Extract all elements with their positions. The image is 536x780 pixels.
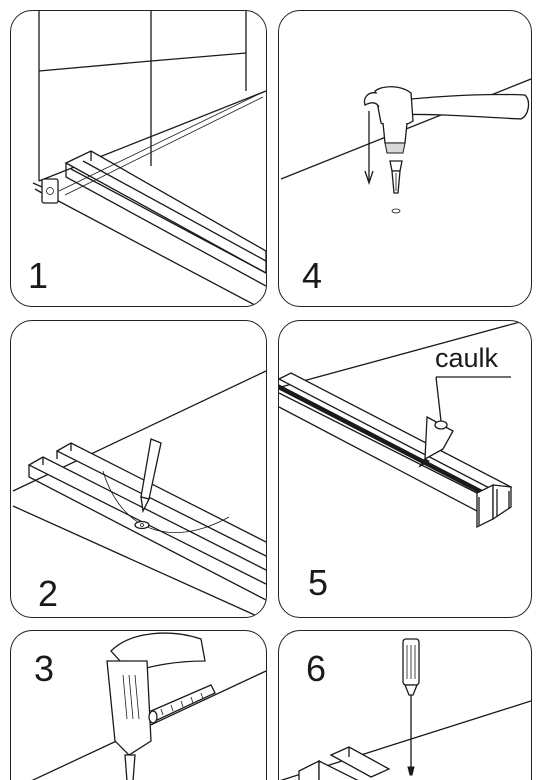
drill-illustration — [31, 632, 266, 780]
instruction-panel-step-5: caulk 5 — [278, 320, 532, 618]
step-number: 3 — [34, 648, 55, 689]
level-check-illustration — [32, 11, 266, 306]
hammer-icon — [374, 86, 414, 127]
instruction-panel-step-4: 4 — [278, 10, 532, 307]
caulk-label: caulk — [435, 343, 499, 373]
drill-bit-icon — [150, 684, 216, 722]
caulk-illustration — [279, 321, 527, 529]
screwdriver-illustration — [280, 638, 531, 780]
mark-hole-illustration — [12, 370, 266, 617]
step-number: 1 — [28, 255, 49, 296]
instruction-panel-step-3: 3 — [10, 630, 267, 780]
instruction-panel-step-6: 6 — [278, 630, 532, 780]
wall-anchor-icon — [389, 160, 403, 172]
step-number: 2 — [38, 573, 59, 614]
step-number: 5 — [308, 562, 329, 603]
instruction-panel-step-2: 2 — [10, 320, 267, 618]
step-number: 4 — [302, 255, 323, 296]
clamp-icon — [41, 178, 59, 204]
hammer-anchor-illustration — [280, 78, 531, 214]
step-number: 6 — [306, 648, 327, 689]
instruction-panel-step-1: 1 — [10, 10, 267, 307]
hammer-handle — [390, 93, 530, 120]
drill-icon — [106, 660, 152, 756]
